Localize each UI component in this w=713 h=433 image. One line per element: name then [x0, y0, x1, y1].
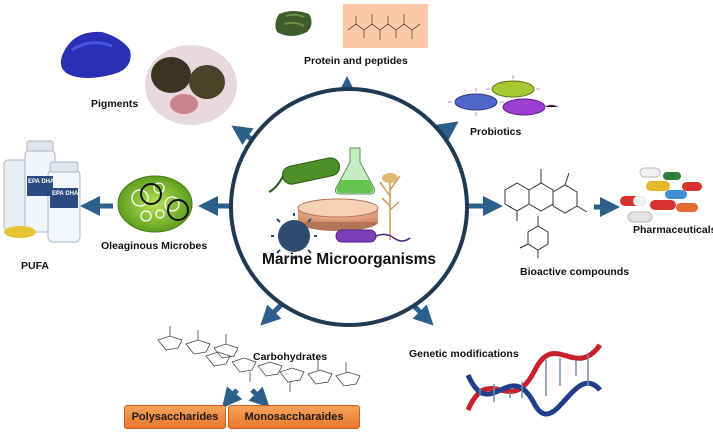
label-protein-and-peptides: Protein and peptides: [304, 55, 408, 67]
label-pigments: Pigments: [91, 98, 139, 110]
polysaccharides-box: Polysaccharides: [124, 405, 226, 429]
bioactive-structure-illustration: [504, 169, 588, 258]
bottle-label: EPA DHA: [52, 191, 79, 197]
label-pharmaceuticals: Pharmaceuticals: [633, 224, 713, 236]
pharmaceuticals-illustration: [620, 167, 702, 223]
pigments-illustration: [60, 31, 237, 125]
carbohydrates-structure-illustration: [157, 326, 361, 392]
label-oleaginous-microbes: Oleaginous Microbes: [101, 240, 208, 252]
dna-helix-illustration: [465, 343, 603, 417]
label-genetic-modifications: Genetic modifications: [409, 348, 519, 360]
label-carbohydrates: Carbohydrates: [253, 351, 328, 363]
center-title: Marine Microorganisms: [262, 251, 436, 268]
arrow-to-monosaccharaides: [248, 386, 270, 408]
label-bioactive-compounds: Bioactive compounds: [520, 266, 630, 278]
protein-illustration: [275, 4, 428, 48]
center-microbes-illustration: [268, 147, 411, 259]
label-probiotics: Probiotics: [470, 126, 522, 138]
probiotics-illustration: [448, 75, 559, 116]
monosaccharaides-box: Monosaccharaides: [228, 405, 360, 429]
pufa-bottles-illustration: [3, 140, 81, 243]
virus-icon: [271, 213, 317, 259]
bottle-label: EPA DHA: [28, 179, 55, 185]
oleaginous-illustration: [117, 175, 193, 233]
arrow-to-polysaccharides: [221, 386, 243, 409]
label-pufa: PUFA: [21, 260, 50, 272]
